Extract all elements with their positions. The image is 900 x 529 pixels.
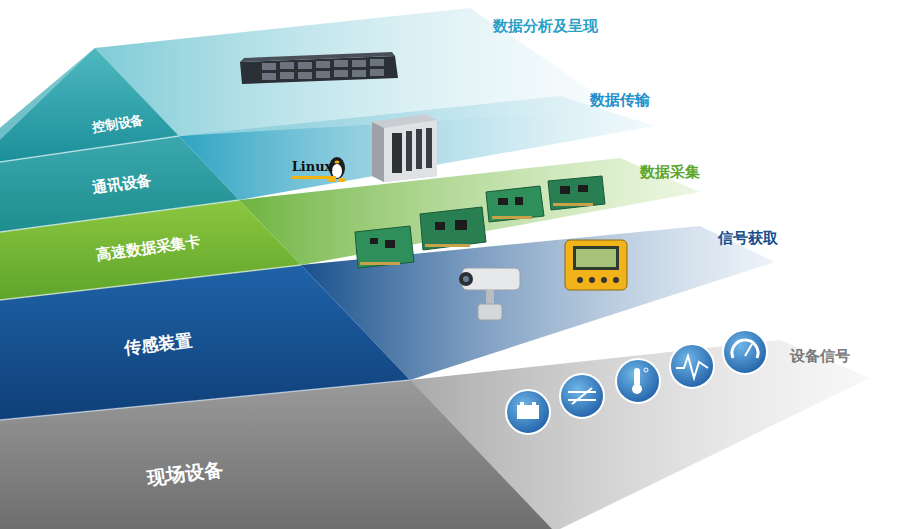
layer-plane: 设备信号 [786, 345, 854, 368]
layer-plane: 数据分析及呈现 [489, 15, 602, 38]
node-text: 通讯设备 [91, 170, 153, 197]
layer-plane: 数据采集 [636, 161, 704, 184]
node-text: 控制设备 [91, 111, 145, 137]
layer-plane: 信号获取 [714, 227, 782, 250]
layer-plane: 数据传输 [586, 89, 654, 112]
node-text: 高速数据采集卡 [95, 231, 202, 264]
node-text: 现场设备 [146, 456, 225, 491]
node-text: 传感装置 [123, 328, 193, 359]
pyramid-band: 传感装置 [119, 326, 198, 362]
node-text: 数据分析及呈现 [493, 17, 598, 36]
pyramid-band: 控制设备 [87, 108, 150, 139]
pyramid-band: 通讯设备 [87, 168, 158, 200]
node-text: 设备信号 [790, 347, 850, 366]
node-text: 数据传输 [590, 91, 650, 110]
os-label: Linux [292, 159, 333, 174]
node-text: 数据采集 [640, 163, 700, 182]
pyramid-band: 高速数据采集卡 [90, 229, 205, 268]
pyramid-band: 现场设备 [141, 454, 228, 494]
node-text: 信号获取 [718, 229, 778, 248]
